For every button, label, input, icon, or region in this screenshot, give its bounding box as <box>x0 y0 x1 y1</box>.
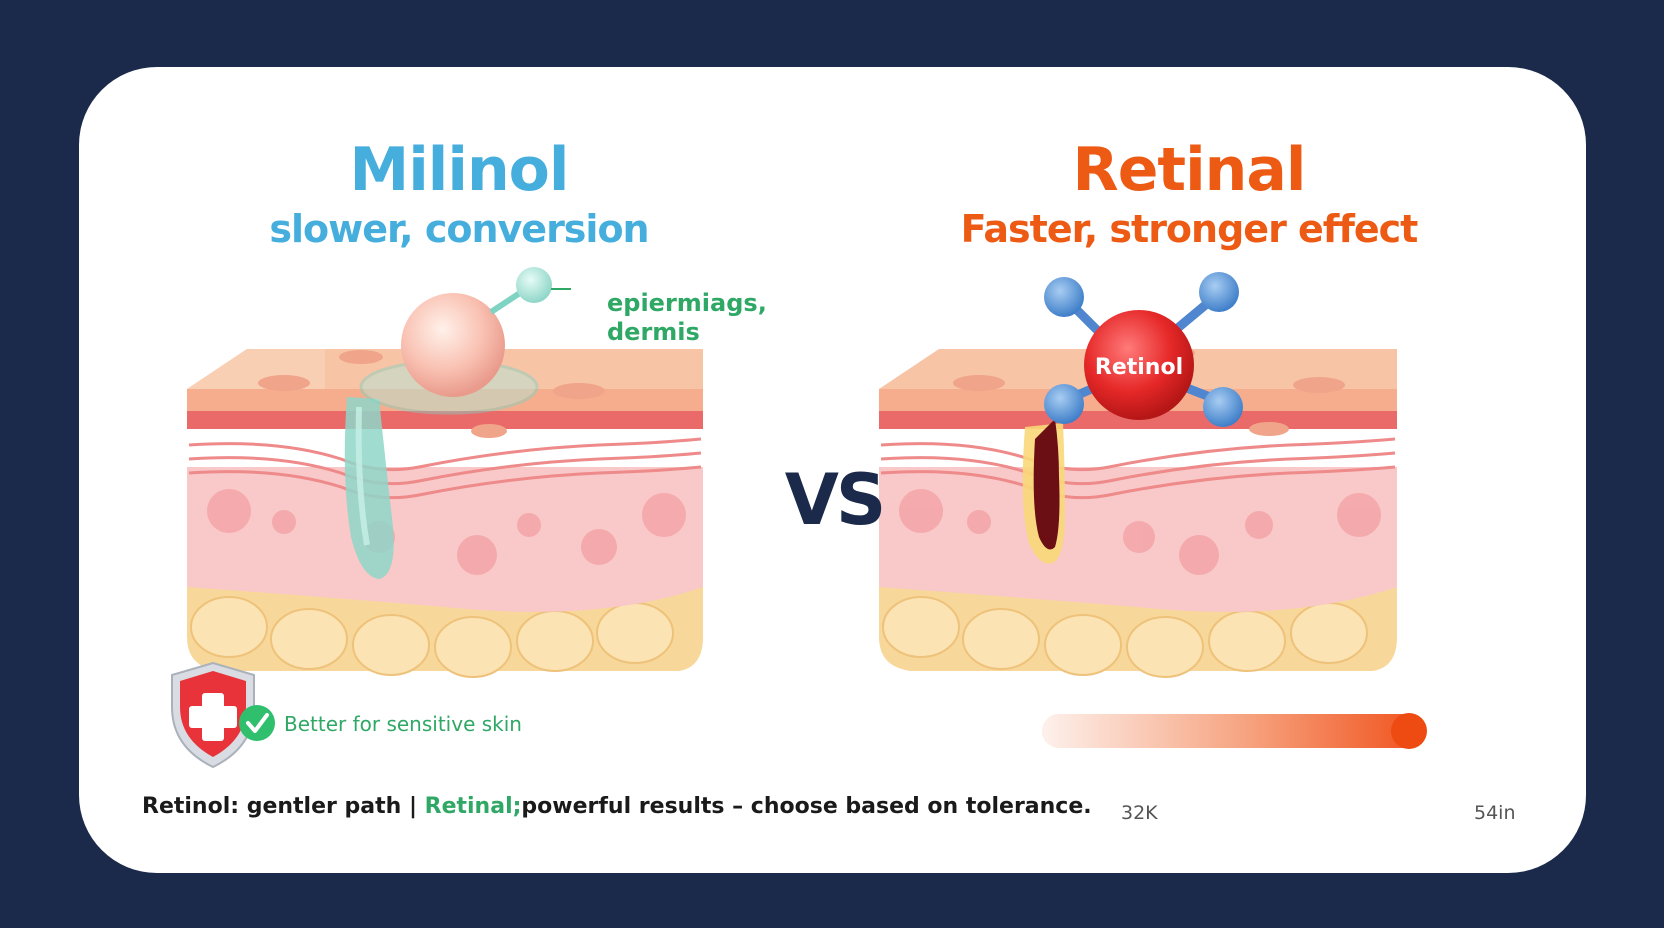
scale-fill <box>1042 714 1426 748</box>
shield-plus-icon <box>171 661 255 769</box>
left-subtitle: slower, conversion <box>269 207 649 251</box>
tolerance-scale <box>1042 713 1427 749</box>
callout-line-2: dermis <box>607 318 700 346</box>
footer-part-2: powerful results – choose based on toler… <box>521 794 1092 819</box>
left-skin-block <box>187 267 703 678</box>
footer-highlight: Retinal; <box>424 794 522 819</box>
footer-part-1: Retinol: gentler path | <box>142 794 425 819</box>
infographic-card: Retinol Milinol slower, conversion Retin… <box>79 67 1586 873</box>
check-circle-icon <box>239 705 275 741</box>
right-subtitle: Faster, stronger effect <box>960 207 1419 251</box>
callout-line-1: epiermiags, <box>607 289 767 317</box>
vs-label: VS <box>784 459 887 541</box>
layer-callout: epiermiags, dermis <box>607 289 767 347</box>
molecule-icon: Retinol <box>1044 272 1243 427</box>
sensitive-skin-label: Better for sensitive skin <box>284 712 522 736</box>
scale-high-label: 54in <box>1474 802 1516 824</box>
molecule-label: Retinol <box>1095 355 1183 380</box>
scale-low-label: 32K <box>1121 802 1158 824</box>
right-title: Retinal <box>1072 135 1307 205</box>
illustration-layer: Retinol <box>171 267 1427 769</box>
scale-knob <box>1391 713 1427 749</box>
footer-caption: Retinol: gentler path | Retinal;powerful… <box>142 794 1092 819</box>
right-skin-block: Retinol <box>879 272 1397 678</box>
left-title: Milinol <box>349 135 570 205</box>
